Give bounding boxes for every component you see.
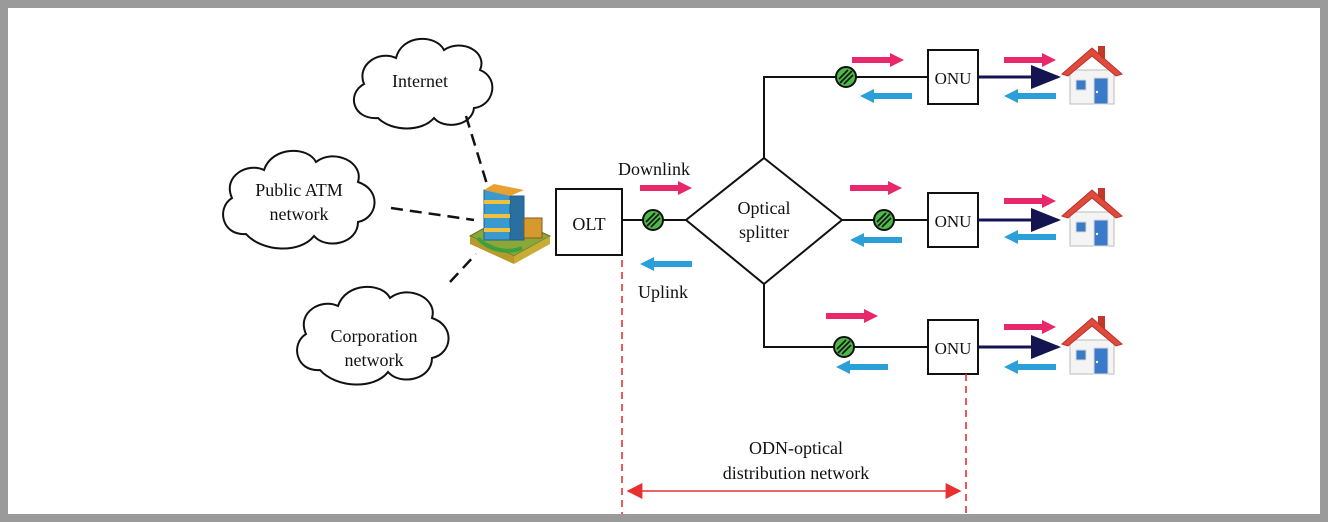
cloud-links: [390, 115, 492, 283]
internet-label: Internet: [392, 71, 448, 91]
branch-bottom-downlink-arrow-icon: [826, 309, 878, 323]
home-top-downlink-arrow-icon: [1004, 53, 1056, 67]
house-middle-icon: [1061, 187, 1123, 247]
public-atm-network-cloud: Public ATM network: [222, 149, 376, 250]
uplink-label: Uplink: [638, 282, 688, 302]
onu-box-top: ONU: [927, 49, 979, 105]
onu-box-bottom: ONU: [927, 319, 979, 375]
olt-connector-icon: [642, 209, 664, 231]
uplink-arrow-icon: [640, 257, 692, 271]
olt-label: OLT: [572, 214, 605, 234]
home-middle-uplink-arrow-icon: [1004, 230, 1056, 244]
odn-label-line2: distribution network: [723, 463, 870, 483]
home-top-uplink-arrow-icon: [1004, 89, 1056, 103]
olt-box: OLT: [555, 188, 623, 256]
optical-splitter-label-line1: Optical: [738, 198, 791, 218]
diagram-frame: Internet Public ATM network Corporation …: [8, 8, 1320, 514]
branch-middle-connector-icon: [873, 209, 895, 231]
building-icon: [468, 184, 552, 264]
corporation-network-label-line1: Corporation: [331, 326, 418, 346]
home-bottom-downlink-arrow-icon: [1004, 320, 1056, 334]
odn-boundaries: [621, 260, 967, 514]
home-bottom-uplink-arrow-icon: [1004, 360, 1056, 374]
downlink-arrow-icon: [640, 181, 692, 195]
branch-top-connector-icon: [835, 66, 857, 88]
optical-splitter: Optical splitter: [684, 156, 844, 286]
branch-top-downlink-arrow-icon: [852, 53, 904, 67]
optical-splitter-label-line2: splitter: [739, 222, 789, 242]
branch-middle-downlink-arrow-icon: [850, 181, 902, 195]
public-atm-network-label-line2: network: [270, 204, 329, 224]
branch-bottom-uplink-arrow-icon: [836, 360, 888, 374]
pon-diagram: Internet Public ATM network Corporation …: [222, 37, 1123, 514]
internet-cloud: Internet: [353, 37, 494, 130]
home-middle-downlink-arrow-icon: [1004, 194, 1056, 208]
odn-label-line1: ODN-optical: [749, 438, 843, 458]
public-atm-network-label-line1: Public ATM: [255, 180, 343, 200]
onu-label-bottom: ONU: [935, 339, 972, 358]
branch-middle-uplink-arrow-icon: [850, 233, 902, 247]
branch-top-uplink-arrow-icon: [860, 89, 912, 103]
onu-home-links: [978, 65, 1061, 359]
onu-label-top: ONU: [935, 69, 972, 88]
downlink-label: Downlink: [618, 159, 690, 179]
branch-bottom-connector-icon: [833, 336, 855, 358]
corporation-network-cloud: Corporation network: [296, 285, 450, 386]
house-bottom-icon: [1061, 315, 1123, 375]
onu-label-middle: ONU: [935, 212, 972, 231]
house-top-icon: [1061, 45, 1123, 105]
onu-box-middle: ONU: [927, 192, 979, 248]
corporation-network-label-line2: network: [345, 350, 404, 370]
